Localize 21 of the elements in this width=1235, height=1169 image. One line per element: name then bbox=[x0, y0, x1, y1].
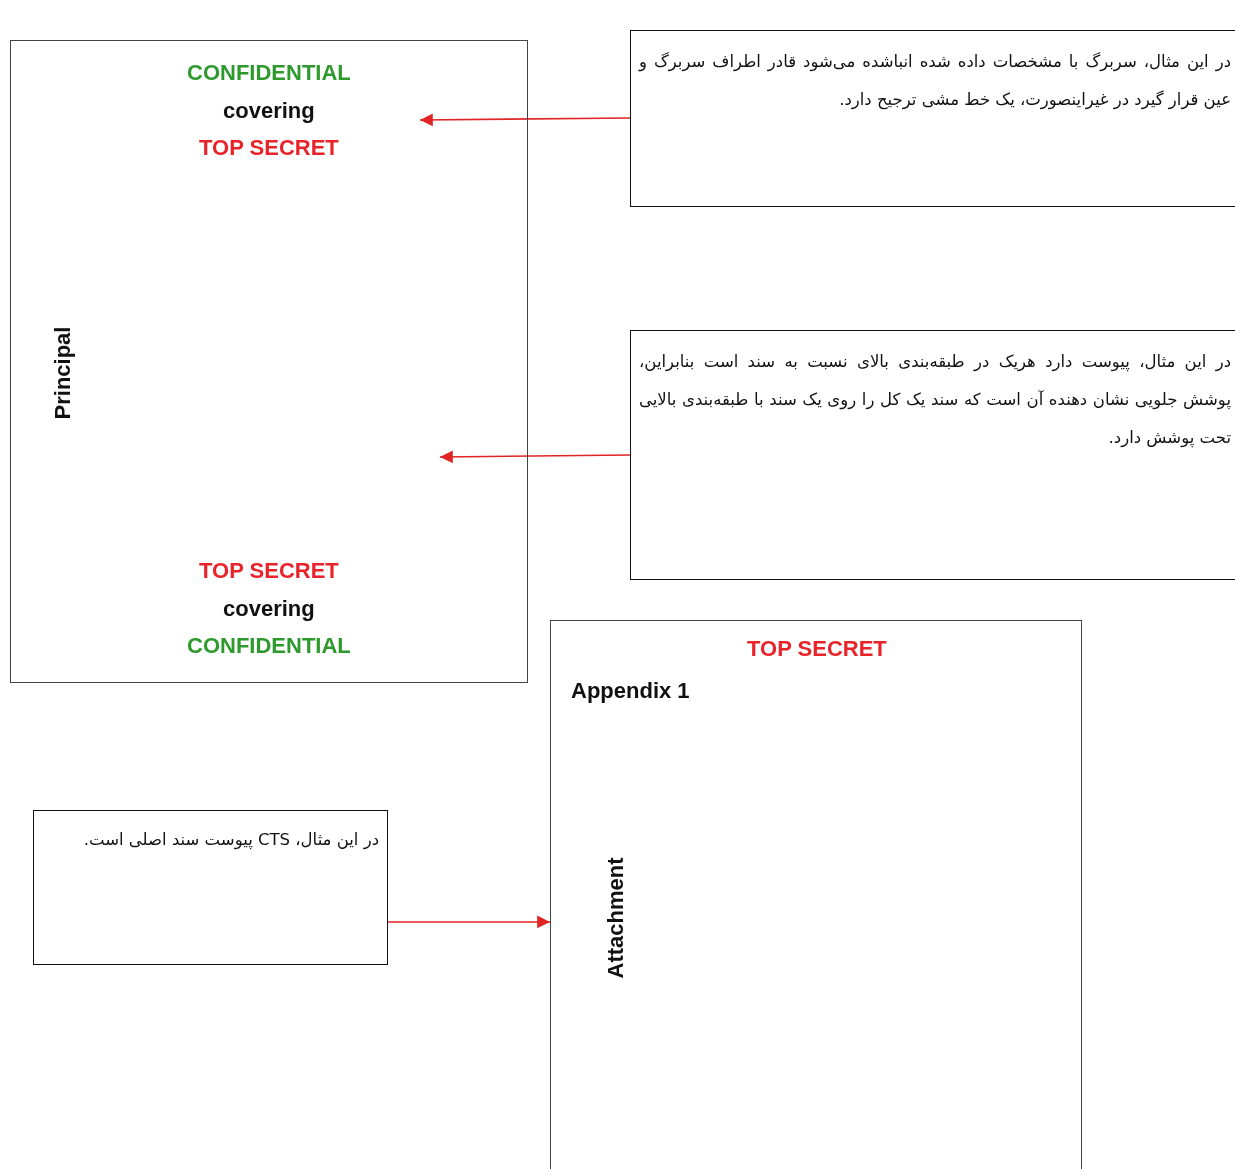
marking-text: covering bbox=[223, 98, 315, 124]
page-label: Principal bbox=[49, 326, 76, 420]
marking-text: CONFIDENTIAL bbox=[187, 60, 351, 86]
page-label: Attachment bbox=[602, 857, 628, 979]
page-frame bbox=[550, 620, 1082, 1169]
marking-text: TOP SECRET bbox=[199, 135, 339, 161]
arrow bbox=[419, 113, 631, 127]
arrow bbox=[439, 450, 631, 464]
note-text: در این مثال، سربرگ با مشخصات داده شده انباشده می‌شود قادر اطراف سربرگ و عین قرار گیرد در غیراینصورت، یک خط مشی ترجیح دارد. bbox=[639, 51, 1231, 112]
page-frame bbox=[10, 40, 528, 683]
note-text: در این مثال، CTS پیوست سند اصلی است. bbox=[82, 829, 379, 852]
marking-text: covering bbox=[223, 596, 315, 622]
arrow bbox=[387, 915, 551, 929]
note-box bbox=[630, 30, 1235, 207]
note-box bbox=[33, 810, 388, 965]
marking-text: TOP SECRET bbox=[199, 558, 339, 584]
appendix-label: Appendix 1 bbox=[571, 678, 690, 704]
note-box bbox=[630, 330, 1235, 580]
note-text: در این مثال، پیوست دارد هریک در طبقه‌بندی بالای نسبت به سند است بنابراین، پوشش جلویی نشان دهنده آن است که سند یک کل را روی یک سند با طبقه‌بندی بالایی تحت پوشش دارد. bbox=[639, 351, 1231, 450]
marking-text: TOP SECRET bbox=[747, 636, 887, 662]
marking-text: CONFIDENTIAL bbox=[187, 633, 351, 659]
